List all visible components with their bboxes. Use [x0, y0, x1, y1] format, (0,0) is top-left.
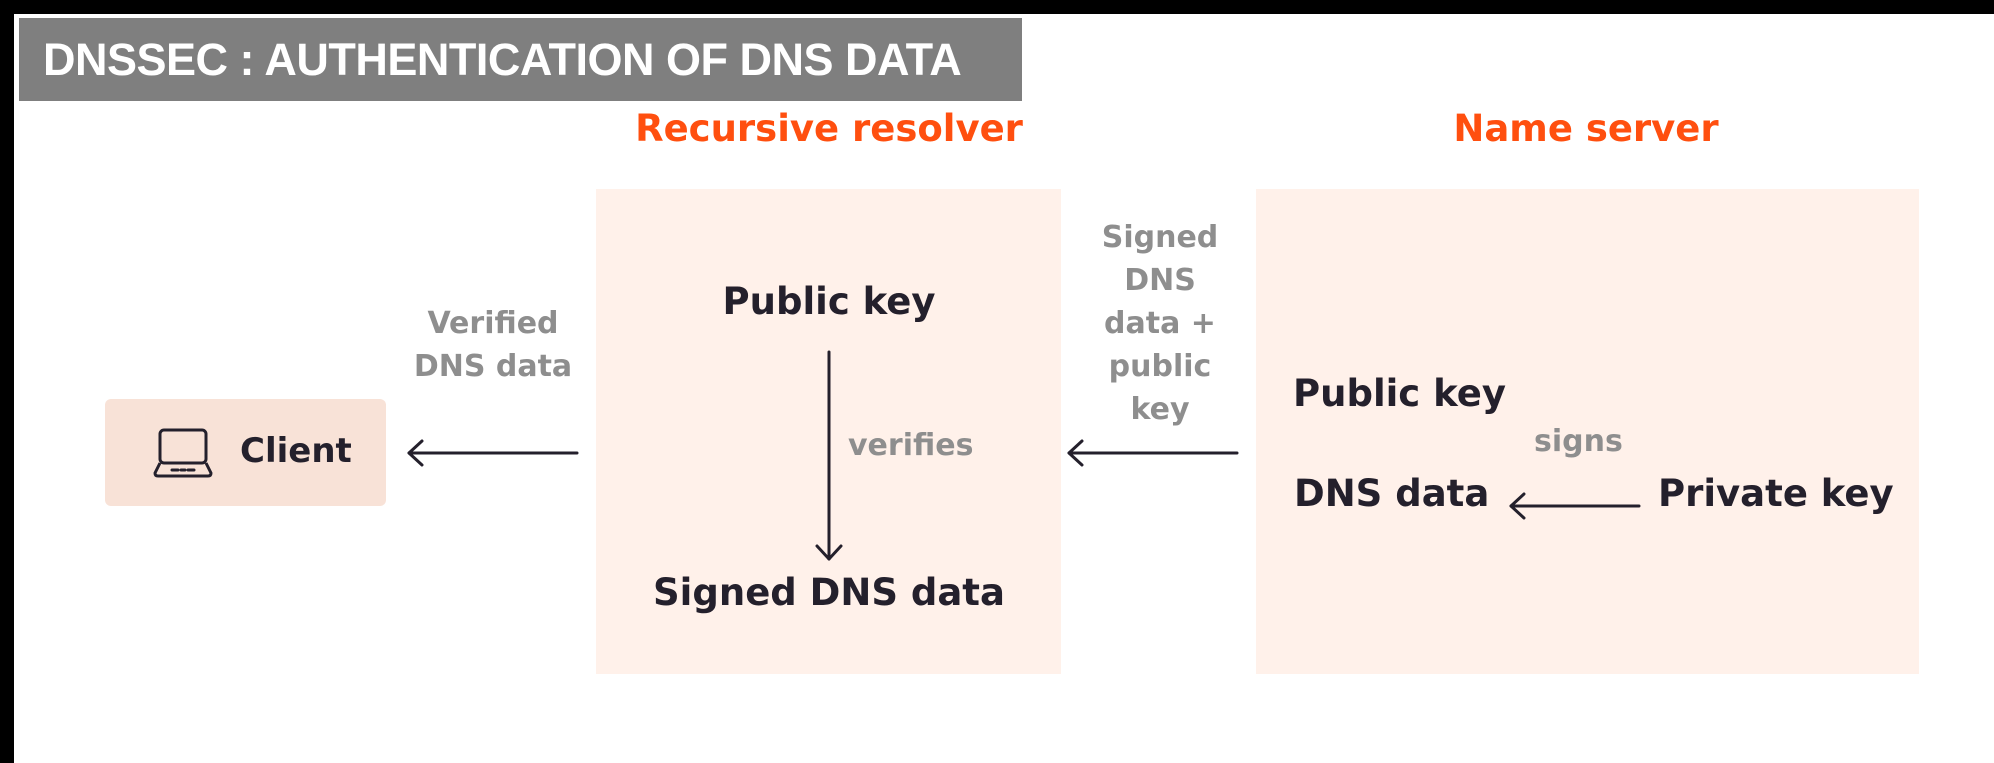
title-bar: DNSSEC : AUTHENTICATION OF DNS DATA [19, 18, 1022, 101]
name-server-heading: Name server [1453, 107, 1719, 150]
connector-arrows [407, 350, 1641, 561]
arrow-to-client [407, 439, 579, 467]
arrow-verifies [815, 350, 843, 561]
laptop-icon [153, 427, 213, 483]
edge-label-verified-dns-data: Verified DNS data [413, 306, 573, 384]
name-server-private-key: Private key [1658, 472, 1894, 515]
name-server-panel [1256, 189, 1919, 674]
resolver-signed-dns-data: Signed DNS data [653, 571, 1005, 614]
resolver-public-key: Public key [722, 280, 936, 323]
name-server-public-key: Public key [1293, 372, 1506, 415]
page-title: DNSSEC : AUTHENTICATION OF DNS DATA [43, 33, 962, 85]
client-label: Client [240, 431, 352, 471]
edge-label-signed-dns-data-public-key: Signed DNS data + public key [1101, 220, 1219, 427]
resolver-heading: Recursive resolver [635, 107, 1023, 150]
diagram-canvas: DNSSEC : AUTHENTICATION OF DNS DATA Recu… [14, 14, 1994, 763]
arrow-to-resolver [1067, 439, 1239, 467]
edge-label-verifies: verifies [848, 428, 974, 463]
arrow-signs [1509, 492, 1641, 520]
name-server-dns-data: DNS data [1294, 472, 1490, 515]
edge-label-signs: signs [1534, 424, 1623, 459]
client-node: Client [105, 399, 386, 506]
